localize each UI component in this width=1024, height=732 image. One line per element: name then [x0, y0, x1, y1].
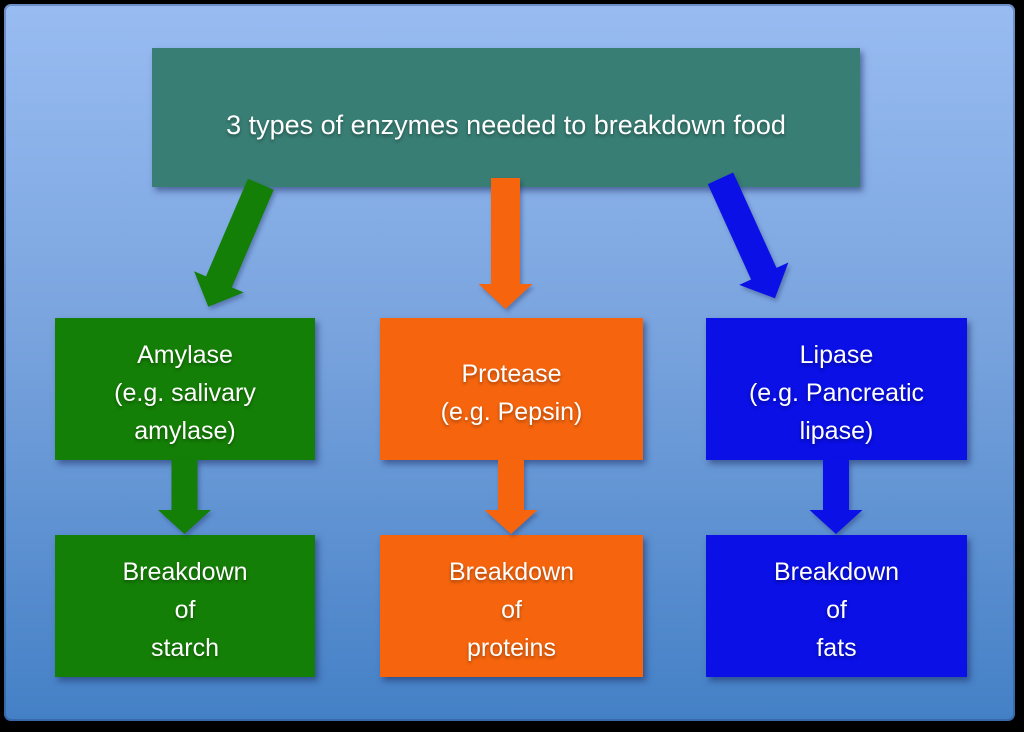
breakdown-starch-line: Breakdown [122, 558, 248, 586]
slide-background: 3 types of enzymes needed to breakdown f… [4, 4, 1015, 721]
protease-enzyme-line: (e.g. Pepsin) [440, 398, 583, 426]
protease-enzyme-box: Protease (e.g. Pepsin) [380, 318, 643, 460]
breakdown-starch-line: starch [150, 634, 220, 662]
lipase-enzyme-box: Lipase (e.g. Pancreatic lipase) [706, 318, 967, 460]
breakdown-proteins-box: Breakdown of proteins [380, 535, 643, 677]
breakdown-fats-box: Breakdown of fats [706, 535, 967, 677]
breakdown-fats-line: of [826, 596, 847, 624]
breakdown-proteins-line: Breakdown [448, 558, 575, 586]
arrow-title-to-amylase-icon [194, 178, 274, 307]
breakdown-starch-line: of [174, 596, 196, 624]
arrow-title-to-lipase-icon [707, 172, 789, 299]
amylase-enzyme-line: amylase) [134, 417, 236, 445]
lipase-enzyme-line: lipase) [799, 417, 874, 445]
amylase-enzyme-line: Amylase [137, 341, 233, 369]
breakdown-fats-line: fats [816, 634, 857, 662]
arrow-protease-to-proteins-icon [484, 459, 538, 534]
arrow-lipase-to-fats-icon [809, 459, 863, 534]
breakdown-proteins-line: proteins [467, 634, 556, 662]
title-text: 3 types of enzymes needed to breakdown f… [226, 110, 786, 140]
breakdown-proteins-line: of [501, 596, 522, 624]
amylase-enzyme-box: Amylase (e.g. salivary amylase) [55, 318, 315, 460]
lipase-enzyme-line: (e.g. Pancreatic [748, 379, 925, 407]
breakdown-starch-box: Breakdown of starch [55, 535, 315, 677]
title-box: 3 types of enzymes needed to breakdown f… [152, 48, 860, 187]
breakdown-fats-line: Breakdown [773, 558, 900, 586]
arrow-title-to-protease-icon [478, 178, 533, 309]
arrow-amylase-to-starch-icon [158, 459, 211, 534]
amylase-enzyme-line: (e.g. salivary [114, 379, 256, 407]
protease-enzyme-line: Protease [461, 360, 562, 388]
lipase-enzyme-line: Lipase [799, 341, 874, 369]
